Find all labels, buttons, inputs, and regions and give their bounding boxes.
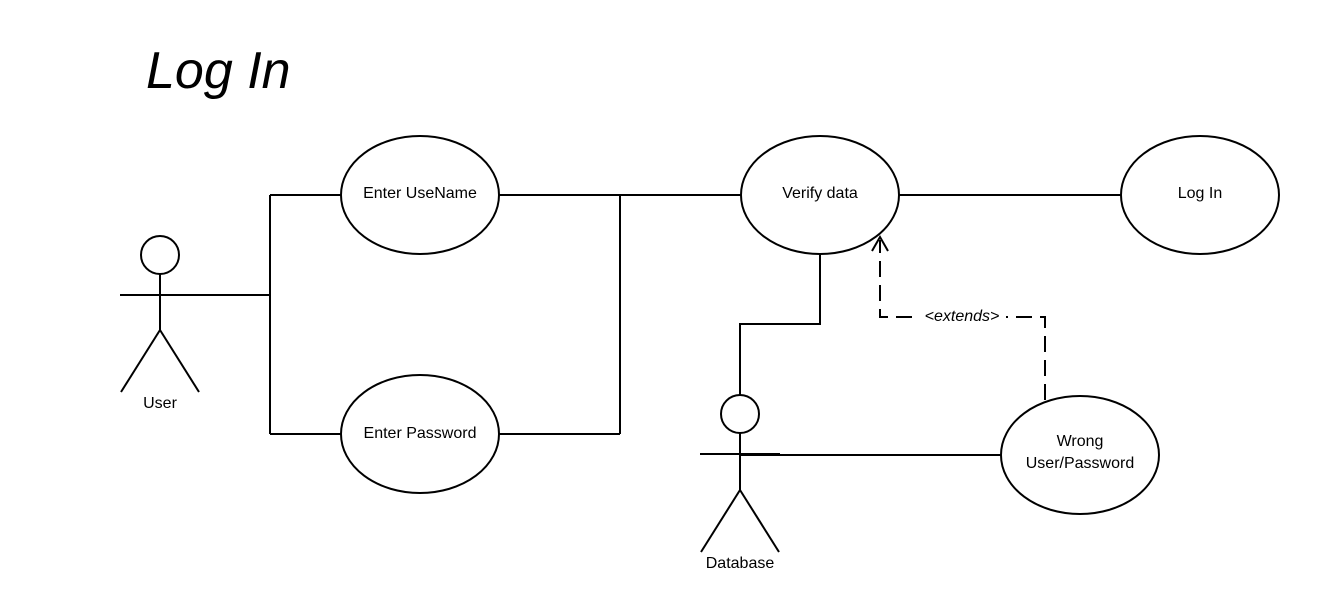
database-head: [720, 394, 760, 434]
user-actor-label: User: [143, 395, 177, 412]
extends-label-bg: [918, 305, 1006, 327]
use-case-log-in: Log In: [1120, 135, 1280, 255]
wrong-label-line2: User/Password: [1026, 455, 1134, 472]
wrong-label-line1: Wrong: [1057, 433, 1104, 450]
extends-arrowhead: [871, 234, 889, 252]
enter-password-label: Enter Password: [364, 425, 477, 442]
enter-username-label: Enter UseName: [363, 185, 477, 202]
use-case-verify-data: Verify data: [740, 135, 900, 255]
log-in-label: Log In: [1178, 185, 1222, 202]
actor-user: User: [120, 235, 200, 412]
verify-to-database: [739, 254, 821, 395]
use-case-enter-password: Enter Password: [340, 374, 500, 494]
database-actor-label: Database: [706, 555, 775, 572]
use-case-enter-username: Enter UseName: [340, 135, 500, 255]
verify-data-label: Verify data: [782, 185, 858, 202]
actor-database: Database: [700, 394, 780, 572]
diagram-title: Log In: [146, 42, 291, 100]
connectors: [160, 194, 1121, 456]
extends-label: <extends>: [925, 308, 1000, 325]
use-case-wrong-user-password: Wrong User/Password: [1000, 395, 1160, 515]
user-head: [140, 235, 180, 275]
